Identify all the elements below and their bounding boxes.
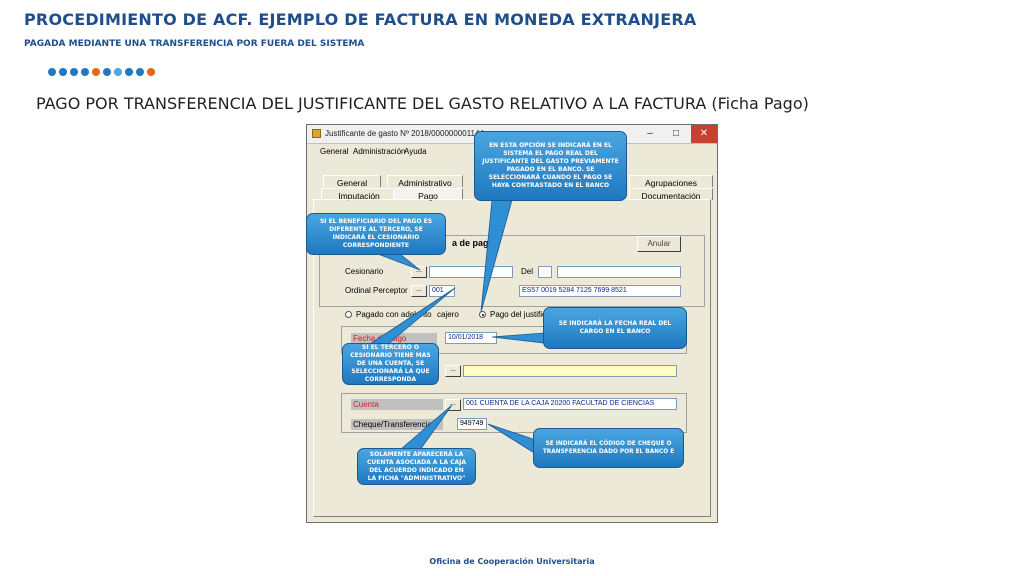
- tab-administrativo[interactable]: Administrativo: [387, 175, 463, 188]
- pointer-cheque-callout: [487, 423, 537, 455]
- cheque-transferencia-field[interactable]: 949749: [457, 418, 487, 430]
- close-button[interactable]: ✕: [691, 125, 717, 143]
- menu-general[interactable]: General: [320, 147, 349, 156]
- cuenta-label: Cuenta: [351, 399, 443, 410]
- tab-pago[interactable]: Pago: [393, 188, 463, 201]
- decorative-dots: [48, 68, 155, 76]
- section-heading: PAGO POR TRANSFERENCIA DEL JUSTIFICANTE …: [36, 94, 809, 113]
- menu-administracion[interactable]: Administración: [353, 147, 406, 156]
- decorative-dot: [70, 68, 78, 76]
- cesionario-name-field[interactable]: [557, 266, 681, 278]
- radio-cajero-label: cajero: [437, 310, 459, 319]
- decorative-dot: [92, 68, 100, 76]
- callout-cuenta-caja: SOLAMENTE APARECERÁ LA CUENTA ASOCIADA A…: [357, 448, 476, 485]
- tab-agrupaciones[interactable]: Agrupaciones: [629, 175, 713, 188]
- slide-subtitle: PAGADA MEDIANTE UNA TRANSFERENCIA POR FU…: [24, 39, 365, 49]
- pointer-cuenta-callout: [398, 404, 453, 451]
- decorative-dot: [114, 68, 122, 76]
- decorative-dot: [147, 68, 155, 76]
- callout-tercero-cuenta: SI EL TERCERO O CESIONARIO TIENE MAS DE …: [342, 343, 439, 385]
- pointer-tercero-callout: [368, 287, 456, 345]
- callout-pago-real: EN ESTA OPCIÓN SE INDICARÁ EN EL SISTEMA…: [474, 131, 627, 201]
- anular-button[interactable]: Anular: [637, 236, 681, 252]
- tercero-cuenta-field[interactable]: [463, 365, 677, 377]
- cesionario-label: Cesionario: [345, 267, 384, 276]
- cuenta-field[interactable]: 001 CUENTA DE LA CAJA 20200 FACULTAD DE …: [463, 398, 677, 410]
- forma-pago-group: [319, 235, 705, 307]
- del-label: Del: [521, 267, 534, 276]
- decorative-dot: [81, 68, 89, 76]
- cuenta-select-lookup-button[interactable]: ...: [445, 365, 461, 377]
- callout-fecha-real: SE INDICARÁ LA FECHA REAL DEL CARGO EN E…: [543, 307, 687, 349]
- ordinal-lookup-button[interactable]: ...: [411, 285, 427, 297]
- callout-cheque: SE INDICARÁ EL CÓDIGO DE CHEQUE O TRANSF…: [533, 428, 684, 468]
- decorative-dot: [125, 68, 133, 76]
- decorative-dot: [136, 68, 144, 76]
- window-title: Justificante de gasto Nº 2018/0000000011…: [325, 129, 484, 138]
- document-folder-icon: [312, 129, 321, 138]
- maximize-button[interactable]: □: [672, 128, 680, 139]
- cesionario-lookup-button[interactable]: ...: [411, 266, 427, 278]
- iban-field[interactable]: ES57 0019 5284 7125 7699 8521: [519, 285, 681, 297]
- pointer-top-callout: [480, 199, 513, 313]
- pointer-beneficiario-callout: [377, 253, 421, 271]
- radio-pagado-adelanto[interactable]: [345, 311, 352, 318]
- forma-pago-label: a de pago:: [452, 238, 498, 248]
- radio-pagado-adelanto-label: Pagado con adelanto: [356, 310, 432, 319]
- decorative-dot: [103, 68, 111, 76]
- decorative-dot: [59, 68, 67, 76]
- tab-general[interactable]: General: [323, 175, 381, 188]
- minimize-button[interactable]: –: [647, 128, 653, 139]
- slide-title: PROCEDIMIENTO DE ACF. EJEMPLO DE FACTURA…: [24, 10, 697, 29]
- ordinal-perceptor-label: Ordinal Perceptor: [345, 286, 408, 295]
- callout-cesionario: SI EL BENEFICIARIO DEL PAGO ES DIFERENTE…: [306, 213, 446, 255]
- radio-pago-justificante-label: Pago del justific: [490, 310, 547, 319]
- footer-text: Oficina de Cooperación Universitaria: [429, 557, 595, 566]
- radio-pago-justificante[interactable]: [479, 311, 486, 318]
- fecha-pago-field[interactable]: 10/01/2018: [445, 332, 497, 344]
- tab-documentacion[interactable]: Documentación: [629, 188, 713, 201]
- decorative-dot: [48, 68, 56, 76]
- pointer-fecha-callout: [491, 332, 545, 344]
- cheque-transferencia-label: Cheque/Transferencia: [351, 419, 443, 430]
- del-field[interactable]: [538, 266, 552, 278]
- menu-ayuda[interactable]: Ayuda: [404, 147, 427, 156]
